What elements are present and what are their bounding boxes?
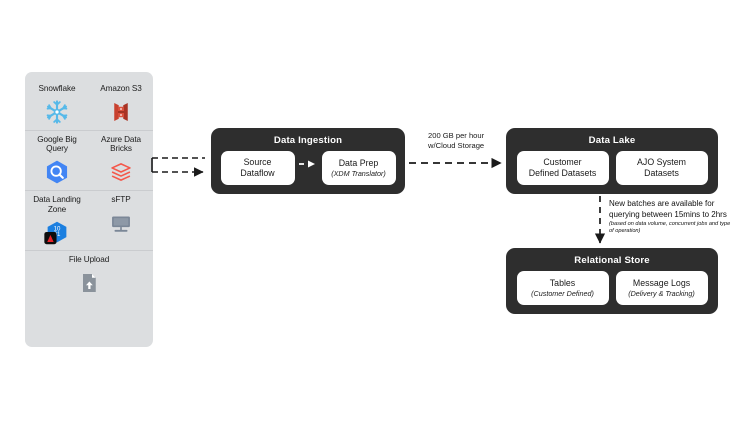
customer-datasets-label-2: Defined Datasets xyxy=(528,168,597,178)
relational-store-box: Relational Store Tables (Customer Define… xyxy=(506,248,718,314)
message-logs-label: Message Logs xyxy=(632,277,691,288)
throughput-label-line2: w/Cloud Storage xyxy=(428,140,485,150)
batch-note-line1: New batches are available for xyxy=(609,199,715,208)
data-lake-box: Data Lake Customer Defined Datasets AJO … xyxy=(506,128,718,194)
source-row-3: Data Landing Zone 10 01 sFTP xyxy=(25,191,153,252)
batch-note-sublabel: (based on data volume, concurrent jobs a… xyxy=(609,220,731,234)
snowflake-icon xyxy=(42,97,72,127)
data-prep-sublabel: (XDM Translator) xyxy=(331,168,386,178)
source-dataflow-label-2: Dataflow xyxy=(240,168,275,178)
amazon-s3-icon xyxy=(106,97,136,127)
sftp-icon xyxy=(106,208,136,238)
relational-store-nodes: Tables (Customer Defined) Message Logs (… xyxy=(506,271,718,305)
svg-text:01: 01 xyxy=(54,232,61,239)
source-item-google-bigquery[interactable]: Google Big Query xyxy=(28,135,86,187)
data-landing-zone-icon: 10 01 xyxy=(42,217,72,247)
data-ingestion-title: Data Ingestion xyxy=(273,135,343,146)
data-sources-panel: Snowflake xyxy=(25,72,153,347)
source-item-snowflake[interactable]: Snowflake xyxy=(28,84,86,127)
source-label-snowflake: Snowflake xyxy=(38,84,76,93)
source-label-data-landing-zone: Data Landing Zone xyxy=(33,195,81,214)
ajo-datasets-label-1: AJO System xyxy=(637,157,686,168)
svg-text:10: 10 xyxy=(54,226,61,233)
message-logs-sublabel: (Delivery & Tracking) xyxy=(628,288,695,298)
data-prep-node[interactable]: Data Prep (XDM Translator) xyxy=(321,151,396,185)
source-label-azure-databricks: Azure Data Bricks xyxy=(101,134,141,154)
throughput-label-line1: 200 GB per hour xyxy=(428,131,485,140)
source-item-sftp[interactable]: sFTP xyxy=(92,195,150,238)
source-label-amazon-s3: Amazon S3 xyxy=(100,84,142,93)
message-logs-node[interactable]: Message Logs (Delivery & Tracking) xyxy=(615,271,708,305)
source-label-sftp: sFTP xyxy=(111,195,131,205)
source-dataflow-label-1: Source xyxy=(243,157,272,168)
google-bigquery-icon xyxy=(42,157,72,187)
source-label-google-bigquery: Google Big Query xyxy=(37,134,77,154)
tables-sublabel: (Customer Defined) xyxy=(531,288,594,298)
source-item-data-landing-zone[interactable]: Data Landing Zone 10 01 xyxy=(28,195,86,247)
relational-store-title: Relational Store xyxy=(574,255,650,266)
source-item-amazon-s3[interactable]: Amazon S3 xyxy=(92,84,150,127)
azure-databricks-icon xyxy=(106,157,136,187)
ajo-datasets-label-2: Datasets xyxy=(644,168,679,178)
throughput-label: 200 GB per hour w/Cloud Storage xyxy=(428,131,484,151)
data-prep-label: Data Prep xyxy=(338,157,379,168)
source-row-1: Snowflake xyxy=(25,80,153,131)
data-ingestion-nodes: Source Dataflow Data Prep (XDM Translato… xyxy=(211,151,405,185)
customer-defined-datasets-node[interactable]: Customer Defined Datasets xyxy=(516,151,609,185)
batch-note-line2: querying between 15mins to 2hrs xyxy=(609,209,727,219)
batch-availability-note: New batches are available for querying b… xyxy=(609,199,731,235)
source-label-file-upload: File Upload xyxy=(68,255,110,265)
tables-label: Tables xyxy=(549,277,576,288)
tables-node[interactable]: Tables (Customer Defined) xyxy=(516,271,609,305)
source-row-2: Google Big Query Azure Data Bricks xyxy=(25,131,153,192)
source-row-4: File Upload xyxy=(25,251,153,301)
ajo-system-datasets-node[interactable]: AJO System Datasets xyxy=(615,151,708,185)
source-dataflow-node[interactable]: Source Dataflow xyxy=(220,151,295,185)
data-ingestion-box: Data Ingestion Source Dataflow Data Prep… xyxy=(211,128,405,194)
source-item-azure-databricks[interactable]: Azure Data Bricks xyxy=(92,135,150,187)
source-item-file-upload[interactable]: File Upload xyxy=(25,255,153,298)
customer-datasets-label-1: Customer xyxy=(543,157,582,168)
data-lake-title: Data Lake xyxy=(588,135,636,146)
file-upload-icon xyxy=(74,268,104,298)
data-lake-nodes: Customer Defined Datasets AJO System Dat… xyxy=(506,151,718,185)
